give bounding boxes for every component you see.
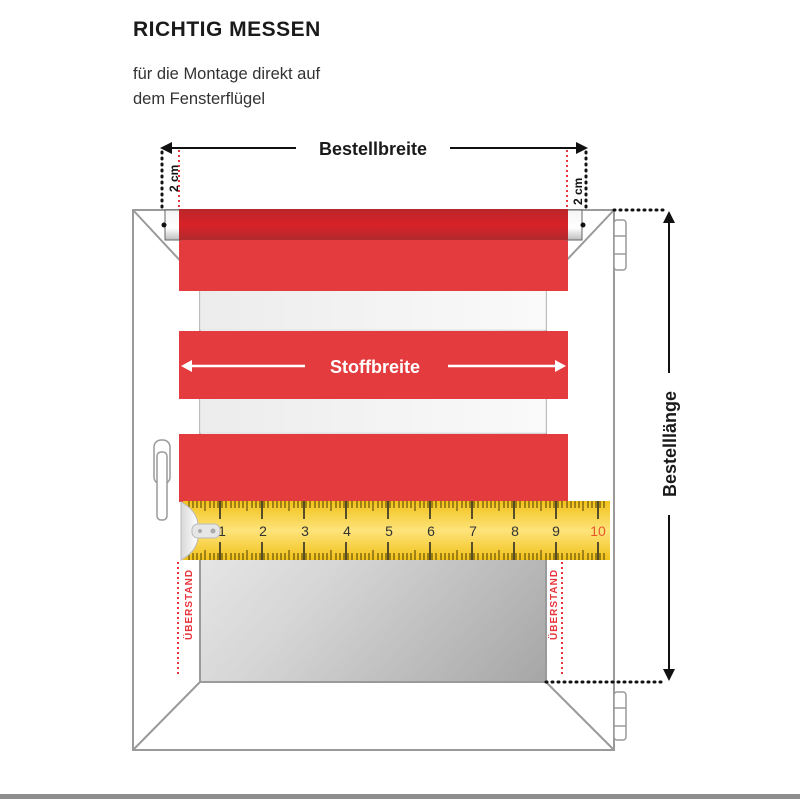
tape-mark-5: 5 [385, 523, 393, 539]
page-subtitle: für die Montage direkt auf dem Fensterfl… [133, 62, 320, 112]
offset-left-label: 2 cm [167, 165, 181, 192]
tape-mark-4: 4 [343, 523, 351, 539]
fabric-edge-guides [177, 150, 568, 677]
page-title: RICHTIG MESSEN [133, 18, 321, 41]
tape-mark-10: 10 [590, 523, 606, 539]
window-handle-icon [153, 439, 171, 521]
tape-mark-3: 3 [301, 523, 309, 539]
tape-measure: 1 2 3 4 5 6 7 8 9 10 [180, 501, 610, 561]
order-width-label: Bestellbreite [319, 139, 427, 159]
tape-mark-7: 7 [469, 523, 477, 539]
tape-mark-8: 8 [511, 523, 519, 539]
order-length-dimension [663, 211, 675, 681]
subtitle-line-2: dem Fensterflügel [133, 90, 266, 108]
hinge-top-icon [613, 219, 627, 271]
hinge-bottom-icon [613, 691, 627, 741]
subtitle-line-1: für die Montage direkt auf [133, 65, 321, 83]
order-length-label: Bestelllänge [660, 391, 680, 497]
tape-mark-1: 1 [218, 523, 226, 539]
overhang-right-label: ÜBERSTAND [547, 569, 560, 640]
tape-mark-2: 2 [259, 523, 267, 539]
offset-right-label: 2 cm [571, 178, 585, 205]
order-dimension-guides [160, 150, 668, 684]
fabric-width-dimension [181, 360, 566, 372]
tape-mark-6: 6 [427, 523, 435, 539]
order-width-dimension [160, 142, 588, 154]
tape-mark-9: 9 [552, 523, 560, 539]
fabric-width-label: Stoffbreite [330, 357, 420, 377]
blind-roller [161, 209, 586, 241]
overhang-left-label: ÜBERSTAND [182, 569, 195, 640]
bottom-divider [0, 794, 800, 799]
